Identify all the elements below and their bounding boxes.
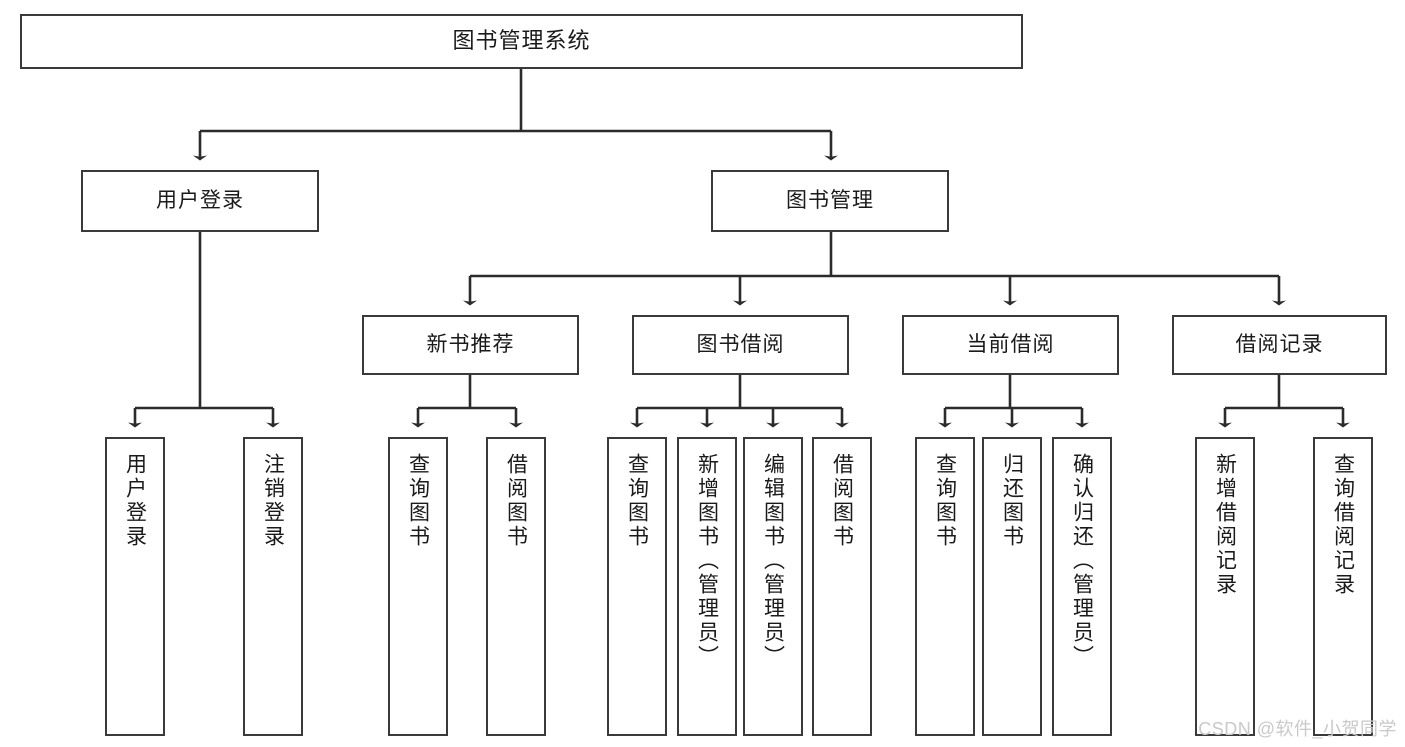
node-leaf-logout[interactable]: 注销登录 — [243, 437, 303, 736]
node-book-management[interactable]: 图书管理 — [711, 170, 949, 232]
node-label: 查询借阅记录 — [1331, 453, 1355, 597]
node-label: 用户登录 — [156, 189, 244, 213]
node-book-borrowing[interactable]: 图书借阅 — [632, 315, 849, 375]
node-leaf-borrow-book[interactable]: 借阅图书 — [812, 437, 872, 736]
node-label: 查询图书 — [625, 453, 649, 549]
node-label: 图书管理系统 — [452, 28, 591, 54]
node-leaf-borrow-book-recommend[interactable]: 借阅图书 — [486, 437, 546, 736]
node-borrowing-record[interactable]: 借阅记录 — [1172, 315, 1387, 375]
node-label: 查询图书 — [406, 453, 430, 549]
node-user-login[interactable]: 用户登录 — [81, 170, 319, 232]
node-leaf-query-book-recommend[interactable]: 查询图书 — [388, 437, 448, 736]
node-leaf-add-book-admin[interactable]: 新增图书（管理员） — [677, 437, 737, 736]
node-leaf-confirm-return-admin[interactable]: 确认归还（管理员） — [1052, 437, 1112, 736]
node-label: 归还图书 — [1000, 453, 1024, 549]
node-label: 借阅记录 — [1235, 333, 1324, 357]
node-label: 新增借阅记录 — [1213, 453, 1237, 597]
node-label: 新书推荐 — [426, 333, 515, 357]
node-leaf-edit-book-admin[interactable]: 编辑图书（管理员） — [743, 437, 803, 736]
node-new-book-recommendation[interactable]: 新书推荐 — [362, 315, 579, 375]
node-label: 借阅图书 — [504, 453, 528, 549]
watermark-text: CSDN @软件_小贺同学 — [1198, 719, 1397, 739]
node-label: 确认归还（管理员） — [1070, 453, 1094, 669]
node-label: 借阅图书 — [830, 453, 854, 549]
node-leaf-query-borrow-record[interactable]: 查询借阅记录 — [1313, 437, 1373, 736]
node-label: 用户登录 — [123, 453, 147, 549]
node-leaf-add-borrow-record[interactable]: 新增借阅记录 — [1195, 437, 1255, 736]
node-label: 查询图书 — [933, 453, 957, 549]
node-label: 图书借阅 — [696, 333, 785, 357]
node-label: 当前借阅 — [966, 333, 1055, 357]
node-label: 图书管理 — [786, 189, 874, 213]
node-leaf-query-book-borrowing[interactable]: 查询图书 — [607, 437, 667, 736]
node-label: 注销登录 — [261, 453, 285, 549]
node-current-borrowing[interactable]: 当前借阅 — [902, 315, 1119, 375]
node-leaf-query-book-current[interactable]: 查询图书 — [915, 437, 975, 736]
node-label: 编辑图书（管理员） — [761, 453, 785, 669]
node-leaf-return-book[interactable]: 归还图书 — [982, 437, 1042, 736]
node-leaf-user-login[interactable]: 用户登录 — [105, 437, 165, 736]
node-root-system[interactable]: 图书管理系统 — [20, 14, 1023, 69]
node-label: 新增图书（管理员） — [695, 453, 719, 669]
